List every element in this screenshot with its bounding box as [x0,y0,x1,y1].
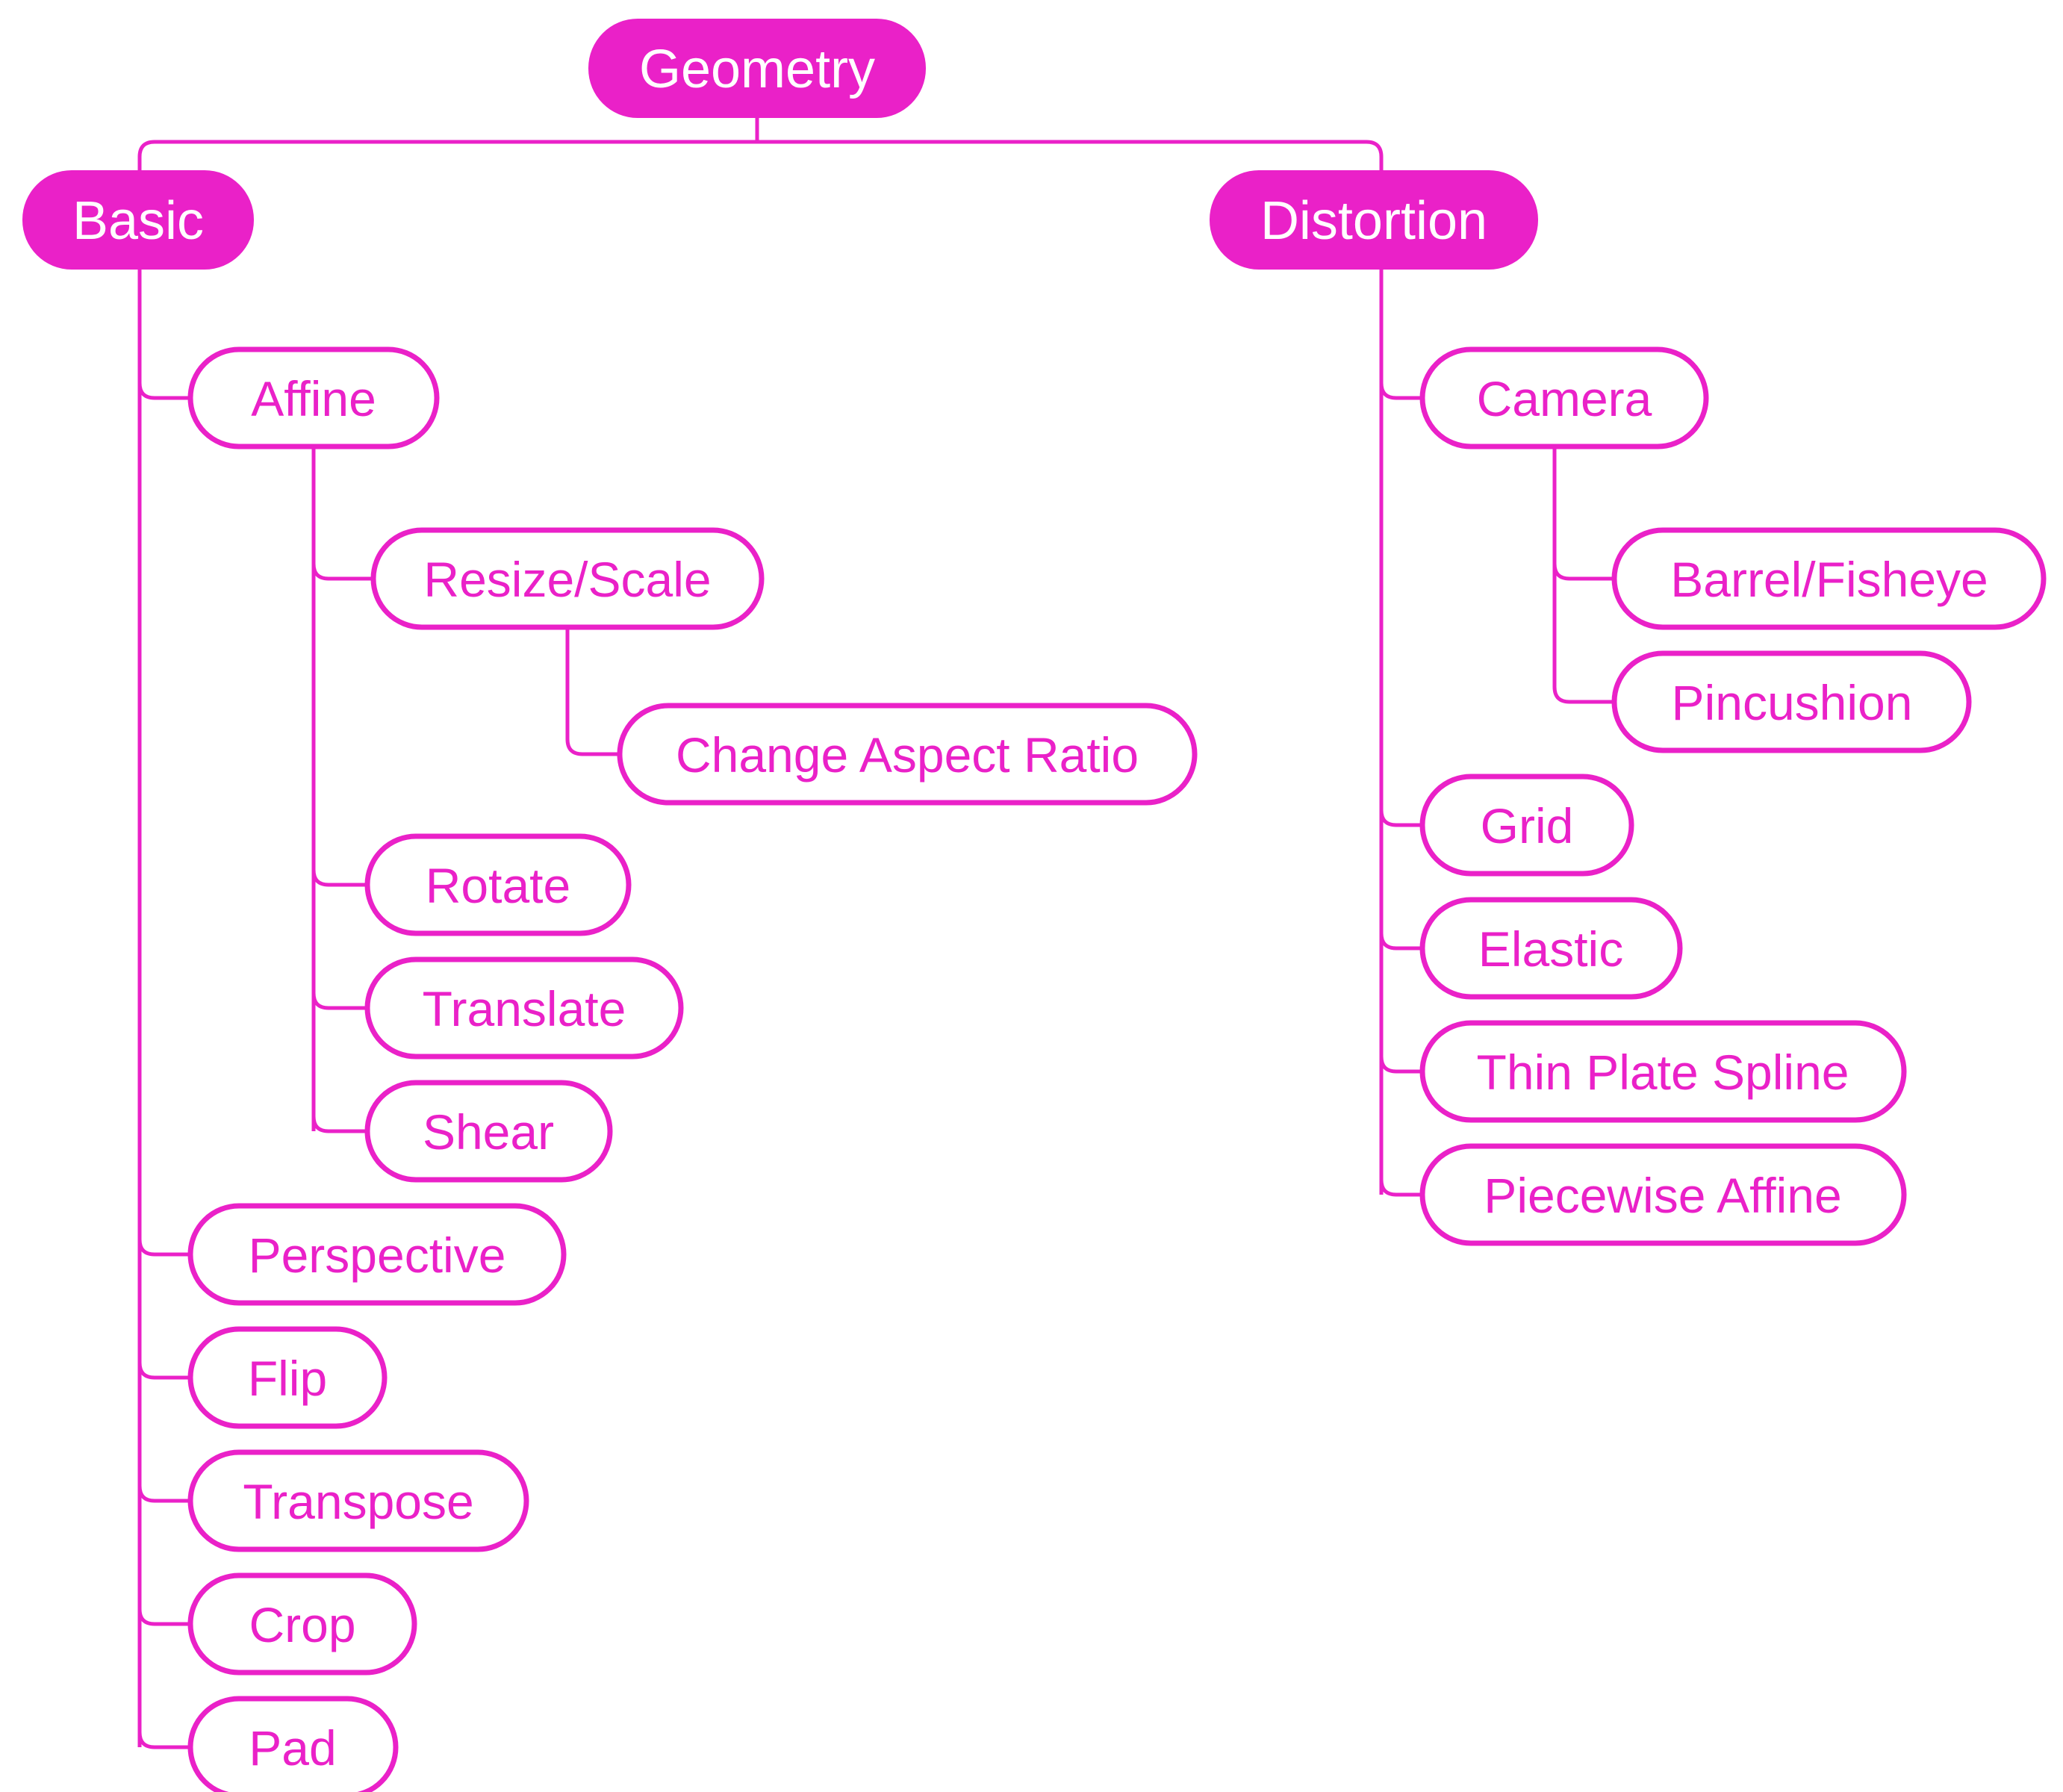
node-pincushion-label: Pincushion [1672,675,1913,730]
node-change-aspect-ratio[interactable]: Change Aspect Ratio [617,703,1198,806]
node-elastic-label: Elastic [1478,921,1623,977]
node-piecewise-affine-label: Piecewise Affine [1484,1168,1841,1223]
node-change-aspect-ratio-label: Change Aspect Ratio [676,727,1139,783]
node-affine-shape[interactable] [187,346,440,449]
connector-distortion-camera [1379,382,1422,400]
node-basic[interactable]: Basic [22,170,254,270]
node-basic-label: Basic [72,191,204,251]
node-flip-shape[interactable] [187,1326,388,1429]
node-flip-label: Flip [248,1351,327,1406]
connector-distortion-elastic [1379,933,1422,951]
connector-affine-rotate [311,869,367,887]
node-translate-label: Translate [423,981,626,1036]
node-rotate-label: Rotate [426,858,570,913]
node-perspective-label: Perspective [249,1228,506,1283]
node-pad-label: Pad [249,1720,336,1776]
connector-resize-aspectratio [565,627,620,756]
node-piecewise-affine[interactable]: Piecewise Affine [1419,1143,1907,1246]
connector-affine-shear [311,1116,367,1133]
connector-trunk-distortion [757,140,1384,170]
node-rotate[interactable]: Rotate [364,833,632,936]
node-translate-shape[interactable] [364,956,684,1060]
node-camera-shape[interactable] [1419,346,1709,449]
node-geometry-label: Geometry [639,40,875,99]
node-barrel-fisheye-shape[interactable] [1611,527,2047,630]
node-grid[interactable]: Grid [1419,774,1634,877]
node-elastic-shape[interactable] [1419,897,1683,1000]
node-grid-label: Grid [1481,798,1574,853]
node-camera[interactable]: Camera [1419,346,1709,449]
node-pad-shape[interactable] [187,1696,399,1792]
connector-distortion-piecewiseaffine [1379,1179,1422,1197]
connector-basic-flip [137,1362,190,1380]
node-transpose[interactable]: Transpose [187,1449,529,1552]
connector-layer [137,118,1614,1749]
node-pincushion-shape[interactable] [1611,650,1972,753]
node-barrel-fisheye-label: Barrel/Fisheye [1670,552,1988,607]
node-flip[interactable]: Flip [187,1326,388,1429]
node-barrel-fisheye[interactable]: Barrel/Fisheye [1611,527,2047,630]
connector-basic-perspective [137,1239,190,1257]
node-camera-label: Camera [1477,371,1652,426]
connector-basic-pad [137,1732,190,1749]
node-geometry-shape[interactable] [588,19,926,118]
node-basic-shape[interactable] [22,170,254,270]
node-distortion-label: Distortion [1260,191,1487,251]
node-shear-shape[interactable] [364,1080,613,1183]
node-crop-label: Crop [249,1597,355,1652]
node-crop-shape[interactable] [187,1572,417,1676]
node-thin-plate-spline-shape[interactable] [1419,1020,1907,1123]
connector-distortion-grid [1379,809,1422,827]
node-resize-scale[interactable]: Resize/Scale [370,527,765,630]
connector-basic-crop [137,1608,190,1626]
node-translate[interactable]: Translate [364,956,684,1060]
connector-camera-pincushion [1552,686,1614,704]
node-transpose-shape[interactable] [187,1449,529,1552]
node-resize-scale-shape[interactable] [370,527,765,630]
node-affine[interactable]: Affine [187,346,440,449]
node-resize-scale-label: Resize/Scale [423,552,711,607]
node-crop[interactable]: Crop [187,1572,417,1676]
node-layer: Geometry Basic Distortion Affine Resize/… [22,19,2047,1792]
connector-affine-translate [311,992,367,1010]
node-shear-label: Shear [423,1104,554,1160]
node-distortion-shape[interactable] [1210,170,1538,270]
connector-basic-transpose [137,1485,190,1503]
connector-trunk-basic [137,140,757,170]
node-piecewise-affine-shape[interactable] [1419,1143,1907,1246]
node-transpose-label: Transpose [243,1474,473,1529]
node-rotate-shape[interactable] [364,833,632,936]
node-pad[interactable]: Pad [187,1696,399,1792]
connector-basic-affine [137,382,190,400]
node-thin-plate-spline[interactable]: Thin Plate Spline [1419,1020,1907,1123]
node-elastic[interactable]: Elastic [1419,897,1683,1000]
node-change-aspect-ratio-shape[interactable] [617,703,1198,806]
node-perspective-shape[interactable] [187,1203,567,1306]
node-pincushion[interactable]: Pincushion [1611,650,1972,753]
node-distortion[interactable]: Distortion [1210,170,1538,270]
connector-camera-barrel [1552,563,1614,581]
connector-distortion-thinplatespline [1379,1056,1422,1074]
node-affine-label: Affine [251,371,376,426]
node-thin-plate-spline-label: Thin Plate Spline [1477,1045,1849,1100]
connector-affine-resize [311,563,373,581]
node-geometry[interactable]: Geometry [588,19,926,118]
node-shear[interactable]: Shear [364,1080,613,1183]
node-grid-shape[interactable] [1419,774,1634,877]
node-perspective[interactable]: Perspective [187,1203,567,1306]
